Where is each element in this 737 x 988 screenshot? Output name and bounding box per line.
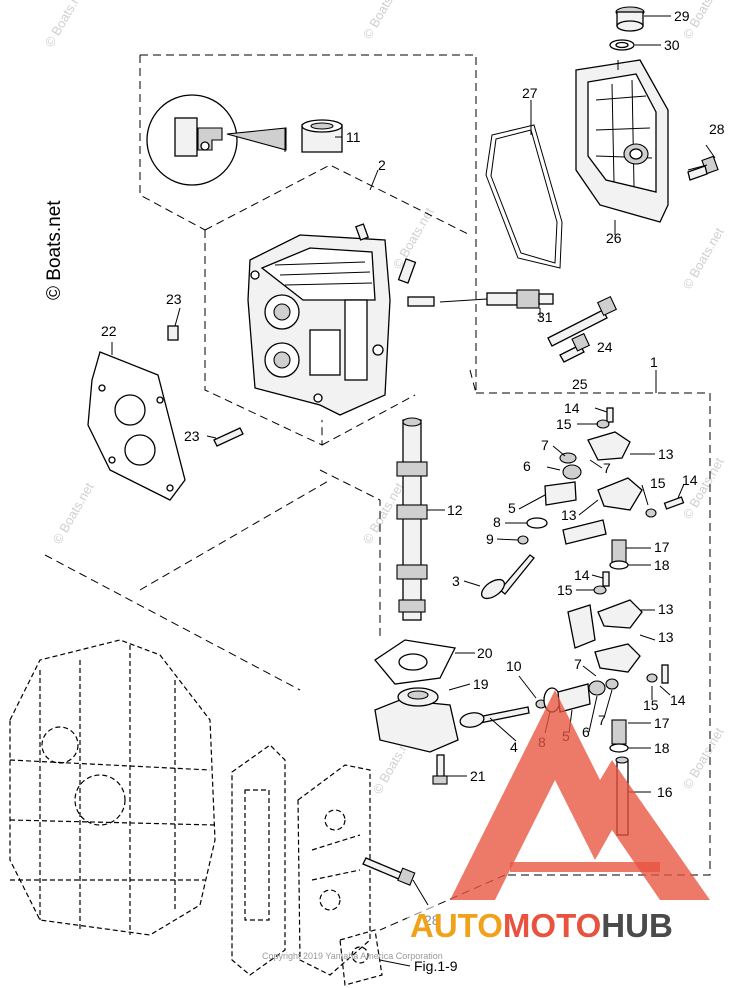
callout-15: 15 bbox=[557, 582, 573, 598]
head-bolt-short bbox=[559, 332, 591, 363]
logo-word-auto: AUTO bbox=[410, 907, 503, 944]
callout-27: 27 bbox=[522, 85, 538, 101]
cover-bolt bbox=[687, 155, 719, 181]
watermark-text: © Boats.net bbox=[50, 480, 97, 547]
watermark-text: © Boats.net bbox=[42, 0, 89, 49]
callout-14: 14 bbox=[574, 567, 590, 583]
callout-14: 14 bbox=[670, 692, 686, 708]
dowel-pins bbox=[167, 325, 244, 447]
callout-12: 12 bbox=[447, 502, 463, 518]
valve-spring-retainer-parts bbox=[517, 452, 619, 713]
callout-30: 30 bbox=[664, 37, 680, 53]
cover-gasket bbox=[485, 124, 563, 269]
watermark-text: © Boats.net bbox=[680, 455, 727, 522]
thermostat-cover bbox=[374, 687, 459, 753]
callout-19: 19 bbox=[473, 676, 489, 692]
callout-4: 4 bbox=[510, 739, 518, 755]
callout-labels: 29 30 27 28 11 2 26 23 31 22 24 1 25 14 … bbox=[101, 8, 725, 928]
assembly-outlines bbox=[44, 54, 711, 931]
rocker-arms bbox=[587, 431, 643, 673]
callout-13: 13 bbox=[658, 601, 674, 617]
figure-label: Fig.1-9 bbox=[414, 958, 458, 974]
callout-7: 7 bbox=[574, 656, 582, 672]
callout-20: 20 bbox=[477, 645, 493, 661]
callout-9: 9 bbox=[486, 531, 494, 547]
valves bbox=[459, 554, 535, 728]
automotohub-logo: AUTOMOTOHUB bbox=[407, 690, 729, 944]
spark-plug bbox=[439, 289, 554, 309]
exhaust-bolt bbox=[362, 857, 416, 886]
thermostat-bolt bbox=[432, 754, 448, 785]
oil-filler-cap bbox=[615, 6, 645, 32]
head-gasket bbox=[87, 351, 186, 501]
callout-3: 3 bbox=[452, 573, 460, 589]
logo-wordmark: AUTOMOTOHUB bbox=[410, 907, 673, 944]
callout-21: 21 bbox=[470, 768, 486, 784]
callout-13: 13 bbox=[658, 446, 674, 462]
callout-17: 17 bbox=[654, 539, 670, 555]
head-dowels bbox=[355, 223, 435, 307]
logo-triangle-icon bbox=[450, 690, 710, 900]
oil-seal-inset bbox=[146, 94, 287, 186]
callout-17: 17 bbox=[654, 715, 670, 731]
logo-word-moto: MOTO bbox=[503, 907, 601, 944]
o-ring bbox=[609, 39, 635, 51]
callout-22: 22 bbox=[101, 323, 117, 339]
callout-6: 6 bbox=[523, 458, 531, 474]
callout-25: 25 bbox=[572, 376, 588, 392]
thermostat-gasket bbox=[374, 639, 456, 685]
callout-6: 6 bbox=[582, 724, 590, 740]
callout-18: 18 bbox=[654, 740, 670, 756]
copyright-text: Copyright 2019 Yamaha America Corporatio… bbox=[262, 951, 443, 961]
callout-23: 23 bbox=[184, 428, 200, 444]
watermark-main: © Boats.net bbox=[44, 200, 65, 300]
callout-2: 2 bbox=[378, 157, 386, 173]
callout-10: 10 bbox=[506, 658, 522, 674]
callout-28: 28 bbox=[709, 121, 725, 137]
callout-13: 13 bbox=[561, 507, 577, 523]
callout-7: 7 bbox=[541, 437, 549, 453]
callout-14: 14 bbox=[564, 400, 580, 416]
callout-15: 15 bbox=[643, 697, 659, 713]
callout-7: 7 bbox=[598, 712, 606, 728]
callout-14: 14 bbox=[682, 472, 698, 488]
callout-18: 18 bbox=[654, 557, 670, 573]
thermostat-housing-outline bbox=[339, 929, 383, 986]
callout-15: 15 bbox=[650, 475, 666, 491]
callout-11: 11 bbox=[346, 129, 361, 145]
head-bolt-long bbox=[547, 295, 618, 347]
exhaust-cover-gasket-outline bbox=[231, 744, 286, 976]
callout-24: 24 bbox=[597, 339, 613, 355]
oil-seal bbox=[284, 119, 343, 153]
rocker-pivots bbox=[593, 407, 685, 684]
watermark-text: © Boats.net bbox=[680, 725, 727, 792]
cylinder-head-cover bbox=[575, 59, 669, 223]
cylinder-block-outline bbox=[9, 639, 216, 936]
callout-8: 8 bbox=[493, 514, 501, 530]
watermark-text: © Boats.net bbox=[680, 225, 727, 292]
leader-lines bbox=[111, 15, 716, 967]
cylinder-head bbox=[247, 234, 391, 416]
exhaust-cover-outline bbox=[297, 764, 371, 976]
valve-springs bbox=[562, 519, 629, 753]
callout-15: 15 bbox=[556, 416, 572, 432]
callout-29: 29 bbox=[674, 8, 690, 24]
callout-5: 5 bbox=[508, 500, 516, 516]
camshaft bbox=[396, 417, 428, 621]
callout-16: 16 bbox=[657, 784, 673, 800]
callout-1: 1 bbox=[650, 354, 658, 370]
callout-26: 26 bbox=[606, 230, 622, 246]
logo-word-hub: HUB bbox=[601, 907, 673, 944]
callout-7: 7 bbox=[603, 460, 611, 476]
watermark-text: © Boats.net bbox=[360, 0, 407, 41]
callout-23: 23 bbox=[166, 291, 182, 307]
callout-31: 31 bbox=[537, 309, 553, 325]
callout-13: 13 bbox=[658, 629, 674, 645]
